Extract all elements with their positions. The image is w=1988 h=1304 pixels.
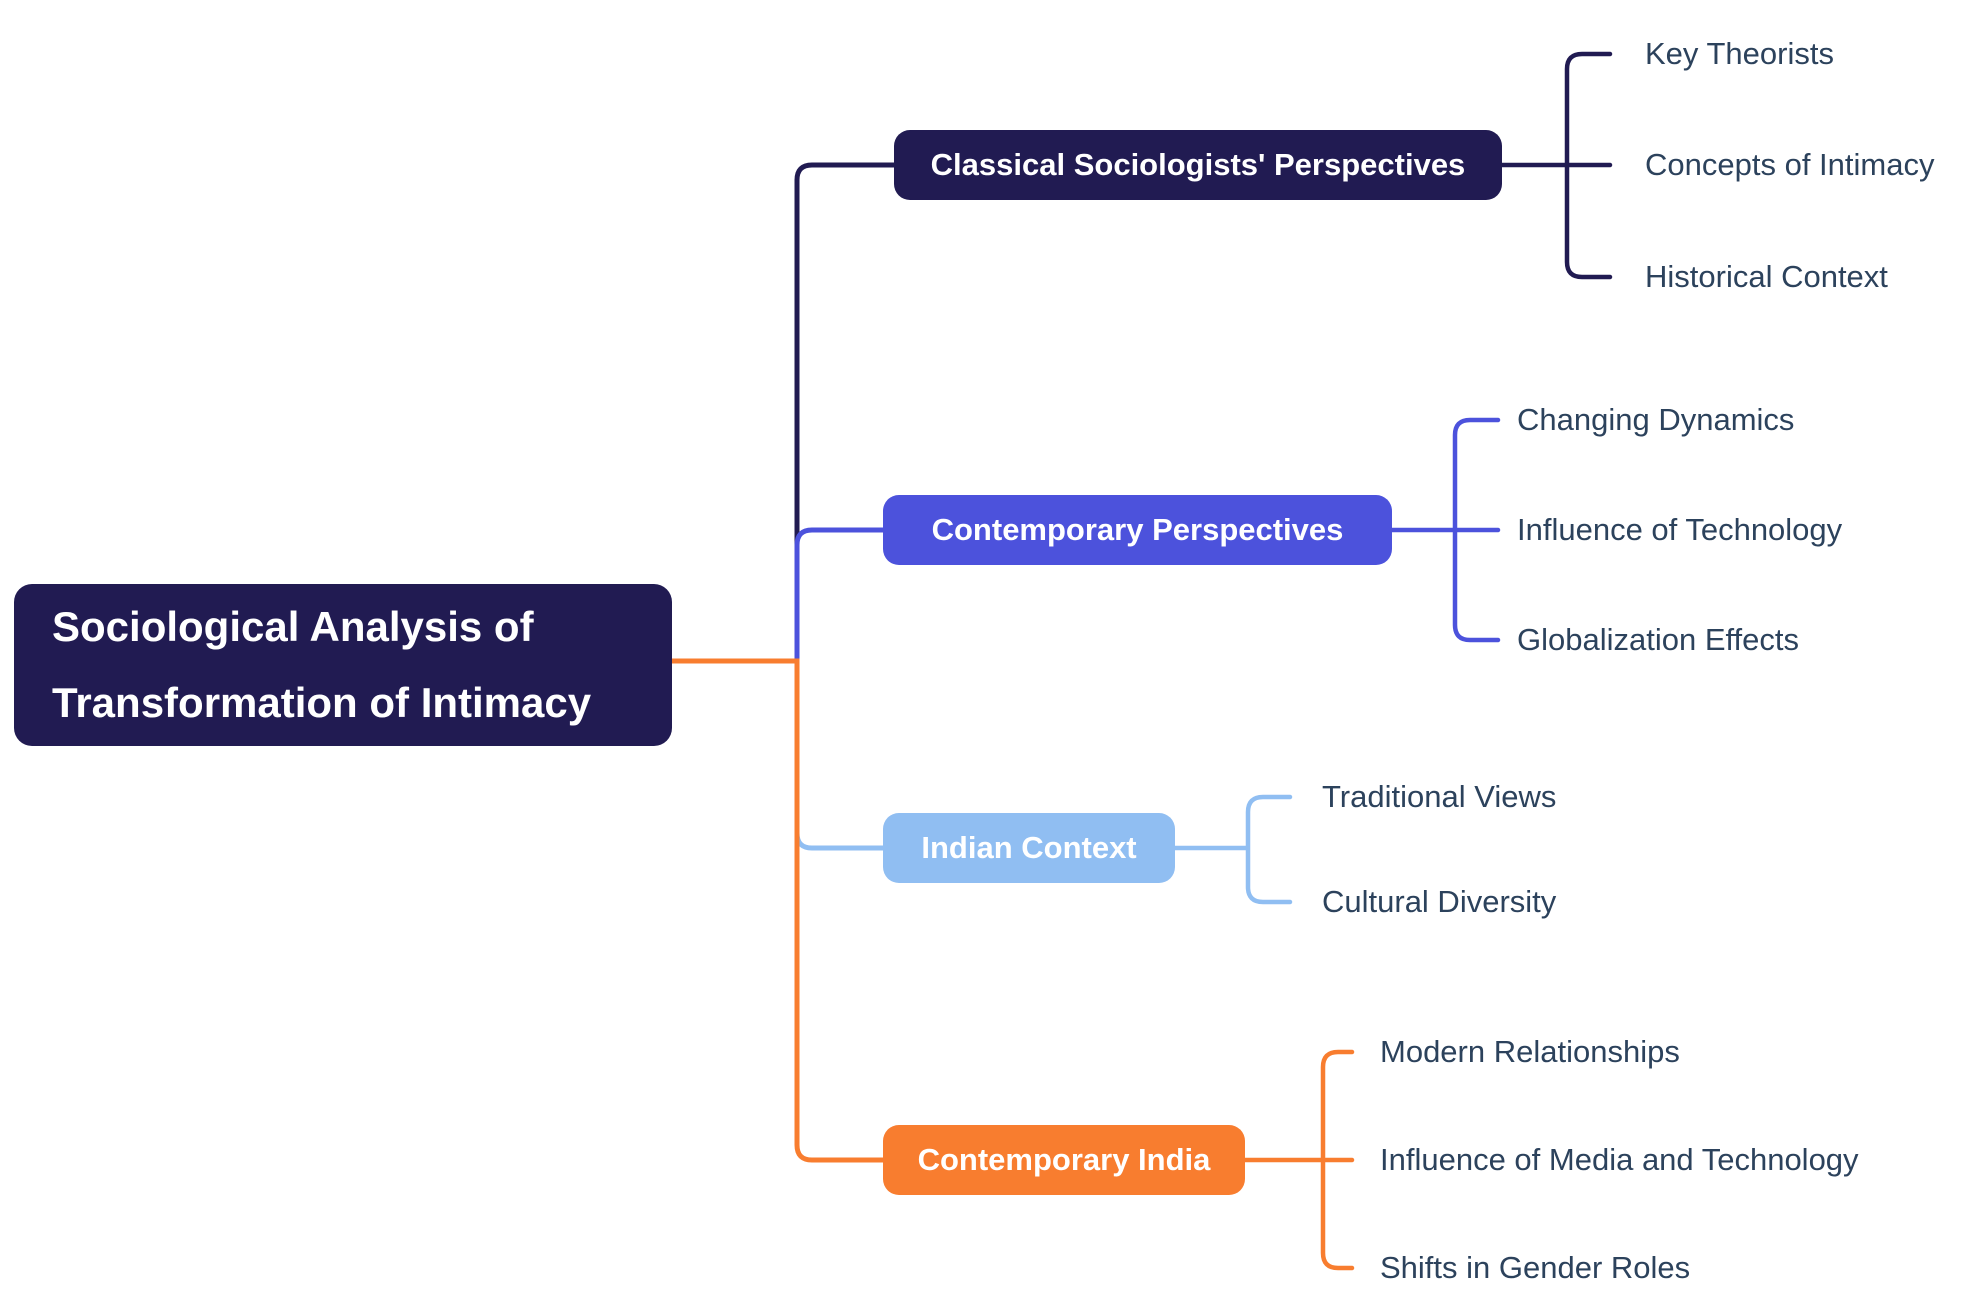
child-node-key-theorists[interactable]: Key Theorists (1645, 36, 1834, 71)
branch-node-classical-sociologists-perspectives[interactable]: Classical Sociologists' Perspectives (894, 130, 1502, 200)
connector-branch-classical (794, 162, 897, 665)
connector-children-indian-context (1172, 794, 1293, 905)
connector-children-contemporary-india (1242, 1049, 1355, 1271)
branch-node-contemporary-india[interactable]: Contemporary India (883, 1125, 1245, 1195)
child-node-traditional-views[interactable]: Traditional Views (1322, 779, 1557, 814)
child-node-historical-context[interactable]: Historical Context (1645, 259, 1888, 294)
connector-children-contemporary-perspectives (1389, 417, 1501, 643)
root-node-label: Sociological Analysis of Transformation … (52, 603, 592, 726)
root-node[interactable]: Sociological Analysis of Transformation … (14, 584, 672, 746)
child-node-globalization-effects[interactable]: Globalization Effects (1517, 622, 1800, 657)
child-node-changing-dynamics[interactable]: Changing Dynamics (1517, 402, 1795, 437)
connector-branch-contemporary-perspectives (794, 527, 886, 665)
connector-children-classical (1499, 51, 1613, 280)
child-node-shifts-in-gender-roles[interactable]: Shifts in Gender Roles (1380, 1250, 1691, 1285)
branch-node-indian-context[interactable]: Indian Context (883, 813, 1175, 883)
child-node-influence-of-technology[interactable]: Influence of Technology (1517, 512, 1843, 547)
child-node-cultural-diversity[interactable]: Cultural Diversity (1322, 884, 1557, 919)
child-node-modern-relationships[interactable]: Modern Relationships (1380, 1034, 1680, 1069)
connector-branch-contemporary-india (669, 658, 886, 1163)
child-node-concepts-of-intimacy[interactable]: Concepts of Intimacy (1645, 147, 1935, 182)
branch-node-contemporary-perspectives[interactable]: Contemporary Perspectives (883, 495, 1392, 565)
branch-node-label: Indian Context (921, 830, 1137, 865)
connector-branch-indian-context (794, 659, 886, 851)
branch-node-label: Classical Sociologists' Perspectives (930, 147, 1466, 182)
branch-node-label: Contemporary Perspectives (931, 512, 1344, 547)
branch-node-label: Contemporary India (917, 1142, 1211, 1177)
child-node-influence-of-media-and-technology[interactable]: Influence of Media and Technology (1380, 1142, 1859, 1177)
